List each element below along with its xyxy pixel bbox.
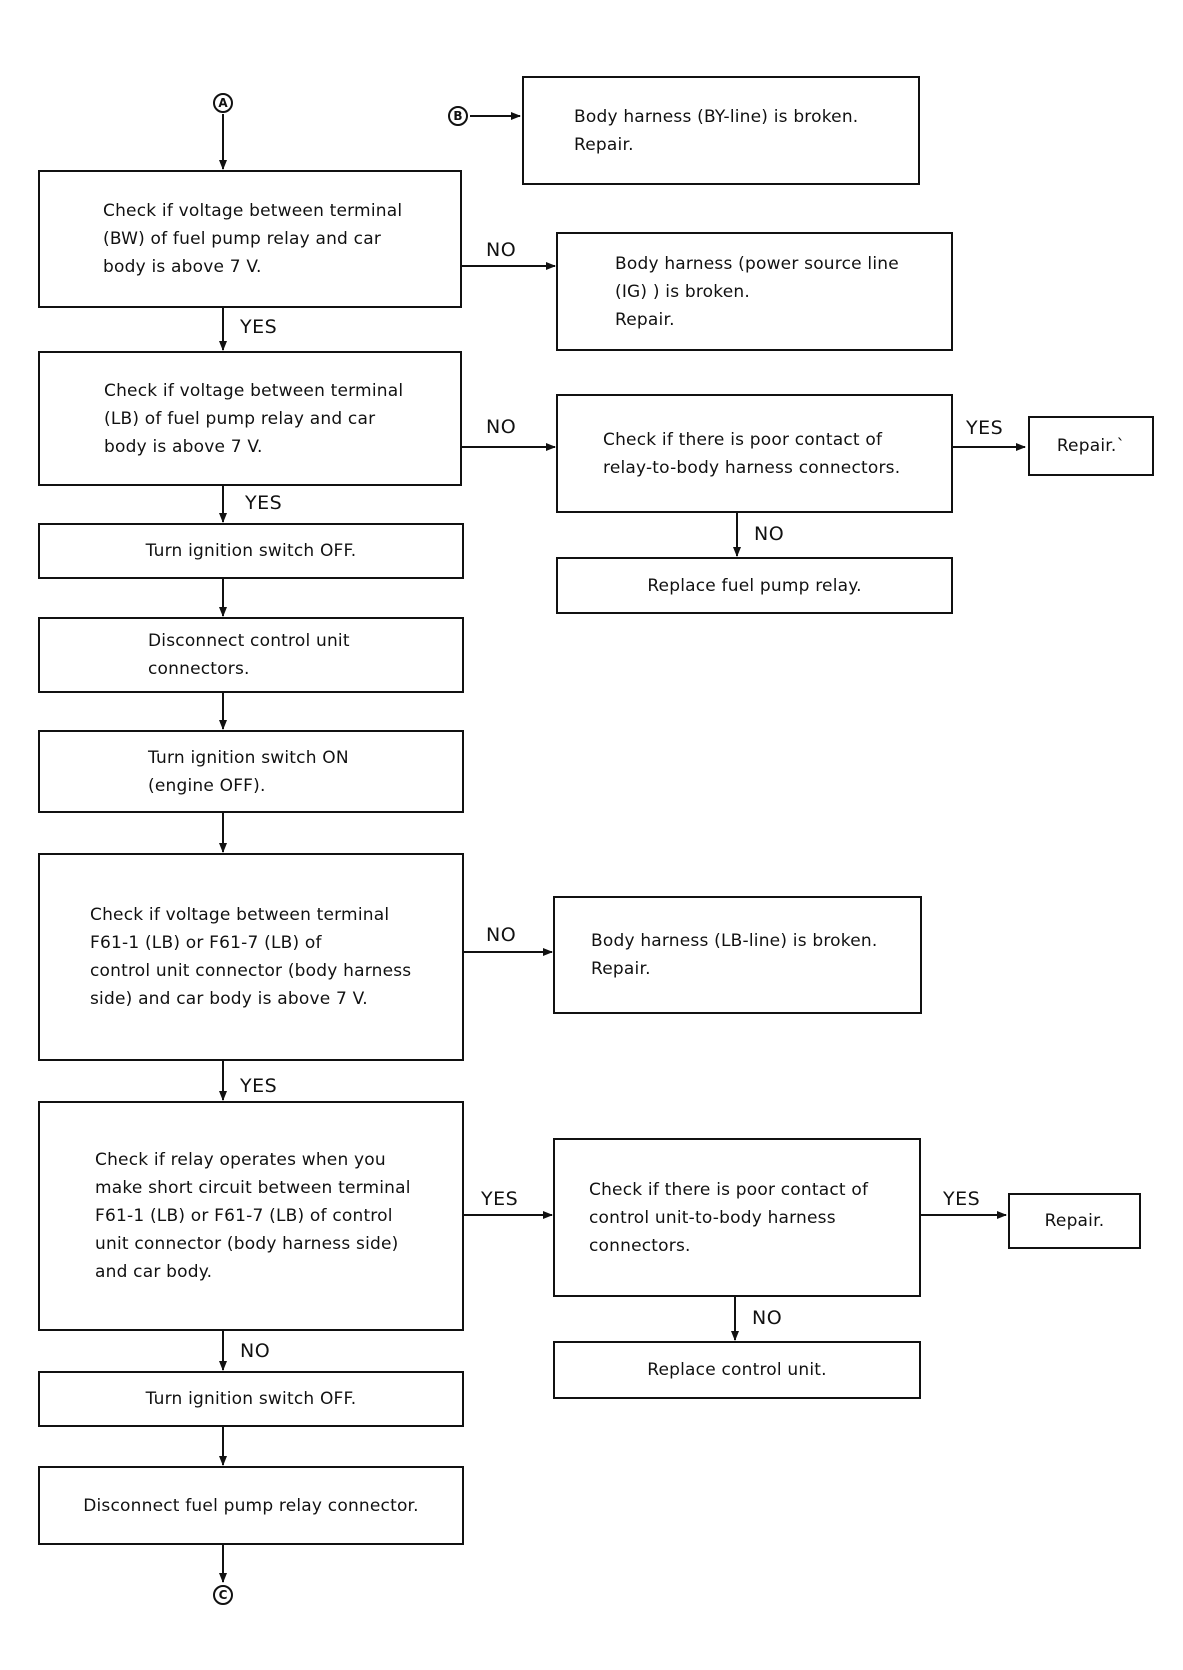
box-check-relay-short-text: Check if relay operates when you make sh… [95,1150,411,1282]
box-poor-contact-cu-text: Check if there is poor contact of contro… [589,1179,869,1256]
box-disconnect-relay-text: Disconnect fuel pump relay connector. [83,1495,419,1516]
box-poor-contact-cu: Check if there is poor contact of contro… [553,1138,921,1297]
box-check-relay-short: Check if relay operates when you make sh… [38,1101,464,1331]
box-ig-broken-text: Body harness (power source line (IG) ) i… [615,253,899,330]
label-no-lb: NO [486,416,517,438]
box-check-bw-text: Check if voltage between terminal (BW) o… [103,201,403,277]
box-ign-on: Turn ignition switch ON (engine OFF). [38,730,464,813]
box-ign-off-2-text: Turn ignition switch OFF. [145,1389,357,1409]
label-no-relay: NO [754,523,785,545]
box-poor-contact-relay: Check if there is poor contact of relay-… [556,394,953,513]
box-ign-off-1: Turn ignition switch OFF. [38,523,464,579]
box-lb-broken-text: Body harness (LB-line) is broken. Repair… [591,931,878,979]
box-ig-broken: Body harness (power source line (IG) ) i… [556,232,953,351]
label-yes-cu: YES [943,1188,981,1210]
box-by-line-broken: Body harness (BY-line) is broken. Repair… [522,76,920,185]
label-no-f61: NO [486,924,517,946]
box-by-line-broken-text: Body harness (BY-line) is broken. Repair… [574,106,859,155]
box-disconnect-relay: Disconnect fuel pump relay connector. [38,1466,464,1545]
box-replace-relay-text: Replace fuel pump relay. [647,575,862,596]
label-yes-relay: YES [966,417,1004,439]
label-yes-short: YES [481,1188,519,1210]
box-repair-2-text: Repair. [1044,1211,1105,1231]
label-no-cu: NO [752,1307,783,1329]
box-repair-1-text: Repair.` [1056,436,1126,456]
box-check-lb: Check if voltage between terminal (LB) o… [38,351,462,486]
label-yes-f61: YES [240,1075,278,1097]
box-replace-cu: Replace control unit. [553,1341,921,1399]
box-ign-on-text: Turn ignition switch ON (engine OFF). [148,747,349,796]
label-yes-bw: YES [240,316,278,338]
box-disconnect-cu-text: Disconnect control unit connectors. [148,631,350,679]
label-no-short: NO [240,1340,271,1362]
box-ign-off-2: Turn ignition switch OFF. [38,1371,464,1427]
connector-c: C [213,1585,233,1605]
box-check-bw: Check if voltage between terminal (BW) o… [38,170,462,308]
box-repair-1: Repair.` [1028,416,1154,476]
connector-a: A [213,93,233,113]
label-no-bw: NO [486,239,517,261]
connector-b: B [448,106,468,126]
box-lb-broken: Body harness (LB-line) is broken. Repair… [553,896,922,1014]
box-check-f61-text: Check if voltage between terminal F61-1 … [90,905,412,1009]
box-check-lb-text: Check if voltage between terminal (LB) o… [104,380,404,457]
box-replace-cu-text: Replace control unit. [647,1360,827,1380]
box-repair-2: Repair. [1008,1193,1141,1249]
box-replace-relay: Replace fuel pump relay. [556,557,953,614]
box-check-f61: Check if voltage between terminal F61-1 … [38,853,464,1061]
box-poor-contact-relay-text: Check if there is poor contact of relay-… [603,429,901,478]
box-ign-off-1-text: Turn ignition switch OFF. [145,541,357,561]
label-yes-lb: YES [245,492,283,514]
box-disconnect-cu: Disconnect control unit connectors. [38,617,464,693]
